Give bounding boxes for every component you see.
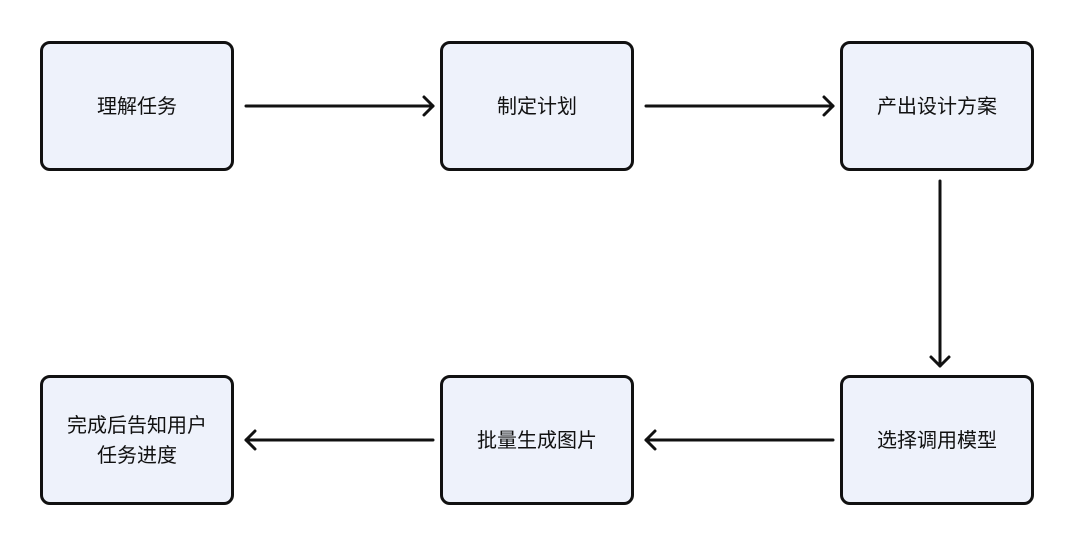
node-label: 完成后告知用户 任务进度 [67, 413, 207, 467]
node-design-proposal: 产出设计方案 [840, 41, 1034, 171]
node-label: 制定计划 [497, 94, 577, 118]
node-batch-generate: 批量生成图片 [440, 375, 634, 505]
node-understand-task: 理解任务 [40, 41, 234, 171]
arrow-generate-to-notify [244, 429, 435, 451]
node-select-model: 选择调用模型 [840, 375, 1034, 505]
node-make-plan: 制定计划 [440, 41, 634, 171]
node-notify-user: 完成后告知用户 任务进度 [40, 375, 234, 505]
arrow-model-to-generate [644, 429, 835, 451]
node-label: 产出设计方案 [877, 94, 997, 118]
node-label: 选择调用模型 [877, 428, 997, 452]
node-label: 批量生成图片 [477, 428, 597, 452]
arrow-understand-to-plan [244, 95, 435, 117]
arrow-plan-to-design [644, 95, 835, 117]
arrow-design-to-model [929, 179, 951, 368]
node-label: 理解任务 [97, 94, 177, 118]
